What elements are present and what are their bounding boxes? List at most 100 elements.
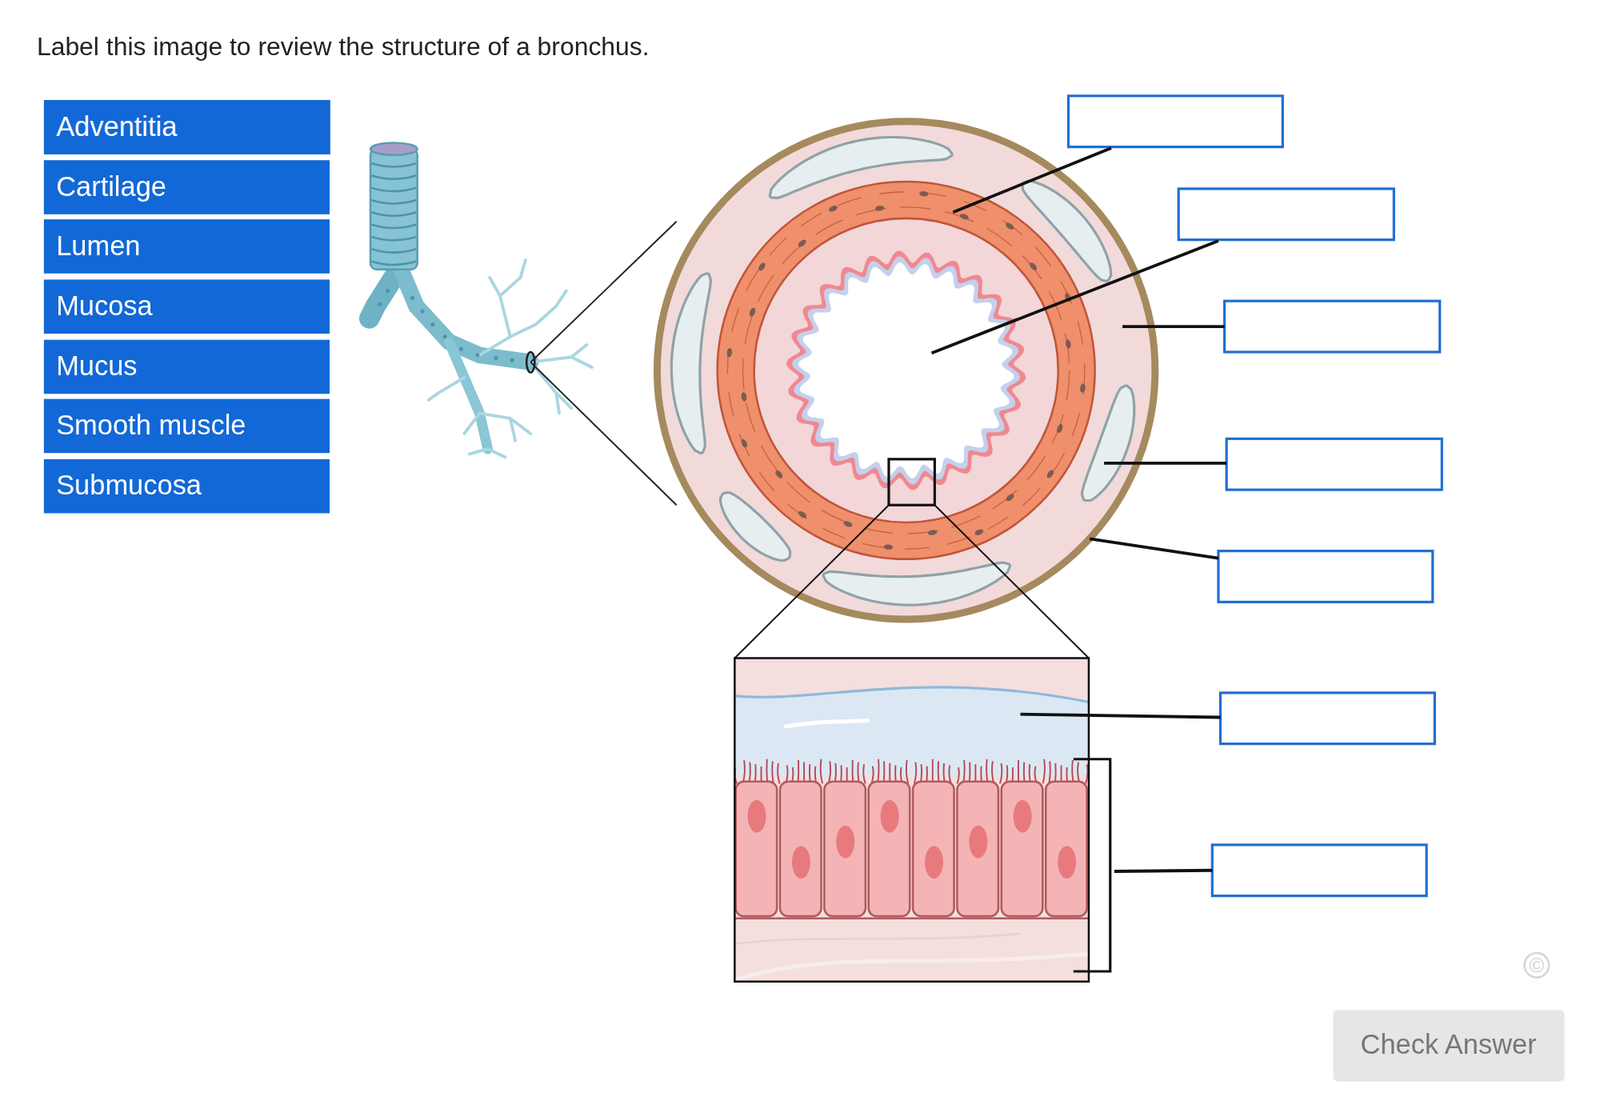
cilium — [1048, 760, 1051, 784]
right-bronchus — [400, 267, 531, 363]
bronchus-ring — [443, 334, 448, 339]
cell-nucleus — [836, 825, 855, 859]
nucleus — [797, 509, 808, 520]
cilium — [956, 767, 959, 784]
term-tile: Mucus — [44, 340, 330, 395]
leader-line — [1114, 870, 1212, 872]
cartilage-plate — [1022, 180, 1112, 281]
leader-line — [952, 148, 1112, 212]
trachea-rings — [371, 163, 515, 363]
bronchus-ring — [459, 347, 464, 352]
nucleus — [1028, 260, 1038, 272]
term-tile: Lumen — [44, 219, 330, 274]
answer-box — [1218, 551, 1433, 603]
bronchus-ring — [385, 288, 390, 293]
leader-line — [932, 240, 1219, 353]
cartilage-plates — [671, 137, 1134, 606]
trachea-ring — [371, 248, 416, 252]
term-text: Mucus — [56, 351, 137, 384]
term-text: Smooth muscle — [56, 410, 246, 443]
trachea-ring — [371, 175, 416, 179]
copyright-mark: © — [1523, 952, 1550, 979]
answer-box — [1220, 692, 1436, 744]
nucleus — [740, 392, 748, 402]
nucleus — [1064, 339, 1072, 349]
cilium — [748, 762, 751, 784]
nucleus — [1056, 423, 1064, 434]
nucleus — [1080, 383, 1086, 393]
mucosa-layer — [788, 252, 1024, 488]
nucleus — [959, 212, 970, 221]
cilium — [906, 760, 908, 784]
cilium — [963, 760, 965, 784]
term-tile: Adventitia — [44, 100, 330, 155]
trachea-ring — [371, 200, 416, 204]
cilium — [1072, 760, 1074, 784]
leader-line — [1089, 538, 1219, 558]
tissue-fiber — [734, 953, 1089, 980]
term-text: Submucosa — [56, 470, 202, 503]
trachea-ring — [371, 236, 416, 240]
detail-frame — [734, 658, 1089, 982]
bronchus-ring — [475, 352, 480, 357]
nucleus — [828, 204, 839, 213]
epithelial-cell — [736, 781, 778, 916]
bronchiole-branches — [428, 260, 592, 457]
cilium — [1023, 762, 1026, 784]
answer-box — [1226, 438, 1442, 490]
nucleus — [726, 348, 732, 358]
cartilage-plate — [671, 273, 711, 454]
bronchus-ring — [510, 358, 515, 363]
basement-membrane — [734, 916, 1089, 920]
cilium — [914, 762, 916, 784]
bronchus-ring — [430, 322, 435, 327]
term-tile: Smooth muscle — [44, 399, 330, 454]
tissue-fiber — [734, 933, 1020, 944]
epithelial-cell — [868, 781, 911, 916]
nucleus — [796, 238, 808, 248]
epithelial-cell — [780, 781, 822, 916]
answer-boxes — [1068, 96, 1442, 896]
nucleus — [1004, 492, 1016, 503]
epithelium-detail — [734, 658, 1089, 982]
zoom-line — [934, 504, 1089, 658]
bracket — [1073, 759, 1111, 972]
cilium — [803, 762, 805, 784]
cilium — [863, 764, 865, 784]
cilium — [777, 763, 780, 784]
nucleus — [1004, 221, 1016, 232]
mucus-lining — [792, 257, 1019, 484]
nucleus — [973, 528, 984, 537]
nucleus — [842, 520, 853, 528]
cilium — [871, 766, 873, 784]
nucleus — [774, 468, 784, 480]
mucus-layer — [734, 687, 1089, 776]
cilium — [883, 760, 886, 784]
nucleus — [883, 544, 893, 550]
adventitia-layer — [656, 121, 1155, 620]
cilium — [1077, 762, 1080, 784]
cilium — [932, 759, 934, 784]
term-text: Adventitia — [56, 111, 177, 144]
zoom-line — [734, 504, 889, 658]
trachea-opening — [370, 143, 418, 156]
cell-nucleus — [968, 825, 988, 859]
trachea-ring — [371, 188, 416, 192]
detail-square — [888, 459, 935, 505]
cilium — [1017, 760, 1020, 784]
nucleus — [1045, 468, 1056, 480]
nucleus — [748, 307, 757, 318]
term-tile: Submucosa — [44, 459, 330, 514]
cilium — [877, 759, 880, 784]
check-button: Check Answer — [1333, 1009, 1564, 1080]
muscle-outline — [717, 181, 1096, 560]
trachea-ring — [371, 224, 416, 228]
leader-line — [1020, 714, 1221, 718]
term-text: Check Answer — [1360, 1028, 1537, 1061]
bronchus-ring — [420, 308, 425, 313]
nucleus — [740, 438, 749, 449]
cilium — [772, 760, 774, 784]
bronchus-ring — [493, 356, 498, 360]
answer-box — [1178, 188, 1394, 240]
